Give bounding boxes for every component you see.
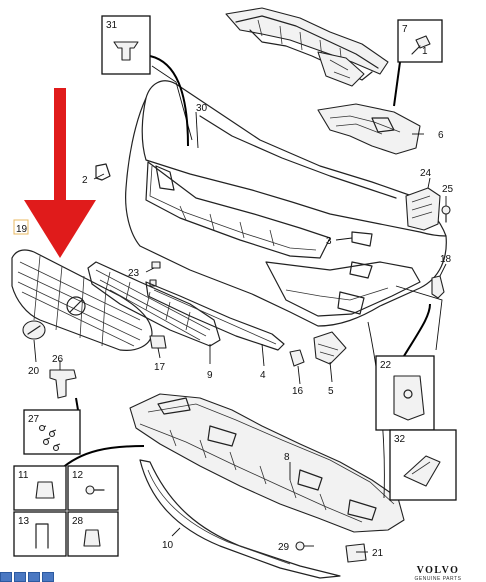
label-10: 10 bbox=[162, 540, 174, 551]
inset-box-32 bbox=[389, 429, 457, 501]
label-18: 18 bbox=[440, 254, 452, 265]
label-12: 12 bbox=[72, 470, 84, 481]
clip-part-18 bbox=[431, 275, 445, 299]
label-8: 8 bbox=[284, 452, 290, 463]
label-4: 4 bbox=[260, 370, 266, 381]
inset-box-12 bbox=[67, 465, 119, 511]
label-1: 1 bbox=[422, 46, 428, 57]
label-16: 16 bbox=[292, 386, 304, 397]
lower-carrier bbox=[129, 393, 405, 533]
label-30: 30 bbox=[196, 103, 208, 114]
label-17: 17 bbox=[154, 362, 166, 373]
label-13: 13 bbox=[18, 516, 30, 527]
label-5: 5 bbox=[328, 386, 334, 397]
label-20: 20 bbox=[28, 366, 40, 377]
emblem-part-20 bbox=[22, 320, 46, 340]
fog-light-cover-part-5 bbox=[313, 331, 347, 365]
screw-part-29 bbox=[295, 541, 305, 551]
clip-part-17 bbox=[149, 335, 167, 349]
label-2: 2 bbox=[82, 175, 88, 186]
label-9: 9 bbox=[207, 370, 213, 381]
bracket-part-26 bbox=[49, 369, 77, 399]
label-28: 28 bbox=[72, 516, 84, 527]
screw-part-25 bbox=[441, 205, 451, 223]
inset-box-28 bbox=[67, 511, 119, 557]
print-button[interactable] bbox=[28, 572, 40, 582]
leader-11 bbox=[59, 445, 145, 471]
label-27: 27 bbox=[28, 414, 40, 425]
label-21: 21 bbox=[372, 548, 384, 559]
brand-name: VOLVO bbox=[416, 565, 460, 576]
label-26: 26 bbox=[52, 354, 64, 365]
leader-22 bbox=[403, 303, 431, 357]
brand-logo: VOLVO GENUINE PARTS bbox=[398, 566, 478, 582]
inset-box-31 bbox=[101, 15, 151, 75]
zoom-in-button[interactable] bbox=[14, 572, 26, 582]
label-19: 19 bbox=[16, 224, 28, 235]
label-22: 22 bbox=[380, 360, 392, 371]
label-24: 24 bbox=[420, 168, 432, 179]
lower-lip-spoiler bbox=[139, 459, 341, 579]
side-bracket bbox=[405, 187, 441, 231]
label-7: 7 bbox=[402, 24, 408, 35]
bumper-bracket-right bbox=[317, 103, 421, 155]
plate-part-21 bbox=[345, 543, 367, 563]
inset-box-22 bbox=[375, 355, 435, 431]
trim-strip bbox=[145, 281, 285, 351]
label-32: 32 bbox=[394, 434, 406, 445]
inset-box-7 bbox=[397, 19, 443, 63]
lower-grille bbox=[87, 261, 221, 347]
brand-subtitle: GENUINE PARTS bbox=[414, 576, 462, 582]
label-29: 29 bbox=[278, 542, 290, 553]
forward-button[interactable] bbox=[42, 572, 54, 582]
label-23: 23 bbox=[128, 268, 140, 279]
viewer-toolbar bbox=[0, 572, 54, 582]
inset-box-27 bbox=[23, 409, 81, 455]
leader-7 bbox=[393, 61, 401, 107]
grille bbox=[11, 219, 153, 351]
label-25: 25 bbox=[442, 184, 454, 195]
label-31: 31 bbox=[106, 20, 118, 31]
callout-labels: 31 7 30 2 6 24 25 3 18 19 23 26 20 17 9 … bbox=[16, 20, 454, 559]
zoom-out-button[interactable] bbox=[0, 572, 12, 582]
label-6: 6 bbox=[438, 130, 444, 141]
label-3: 3 bbox=[326, 236, 332, 247]
inset-box-13 bbox=[13, 511, 67, 557]
leader-27 bbox=[75, 397, 79, 411]
upper-support-panel bbox=[225, 7, 389, 87]
leader-31 bbox=[149, 55, 189, 147]
red-arrow bbox=[24, 88, 96, 258]
label-11: 11 bbox=[18, 470, 29, 481]
inset-box-11 bbox=[13, 465, 67, 511]
clips-part-23 bbox=[149, 261, 161, 287]
sensor-holder-part-16 bbox=[289, 349, 305, 367]
